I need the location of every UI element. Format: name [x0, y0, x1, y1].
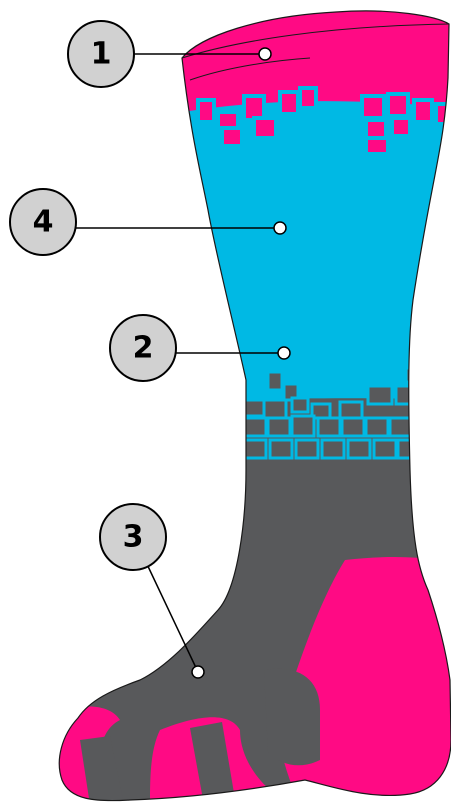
arch-accent [279, 557, 451, 801]
callout-2: 2 [109, 314, 291, 382]
upper-grid-pattern [196, 86, 451, 156]
sock-illustration [58, 10, 451, 802]
sock-outline [58, 10, 451, 802]
cuff-fold-line [189, 57, 311, 81]
callout-1-badge [67, 20, 135, 88]
callout-3: 3 [99, 503, 205, 679]
callout-1-marker [258, 47, 272, 61]
callout-3-leader [144, 559, 199, 673]
callout-3-label: 3 [123, 520, 144, 555]
callout-3-marker [191, 665, 205, 679]
callout-4-badge [9, 188, 77, 256]
callout-4: 4 [9, 188, 287, 256]
callout-4-label: 4 [33, 205, 54, 240]
toe-grey-break [80, 736, 124, 801]
callout-3-badge [99, 503, 167, 571]
callout-4-marker [273, 221, 287, 235]
callout-2-label: 2 [133, 331, 154, 366]
callout-2-badge [109, 314, 177, 382]
cuff-rim [181, 23, 450, 59]
sole-grey-break [190, 722, 236, 801]
callout-1-label: 1 [91, 37, 112, 72]
callout-1: 1 [67, 20, 272, 88]
arch-grey-break [264, 668, 320, 766]
callout-2-marker [277, 346, 291, 360]
